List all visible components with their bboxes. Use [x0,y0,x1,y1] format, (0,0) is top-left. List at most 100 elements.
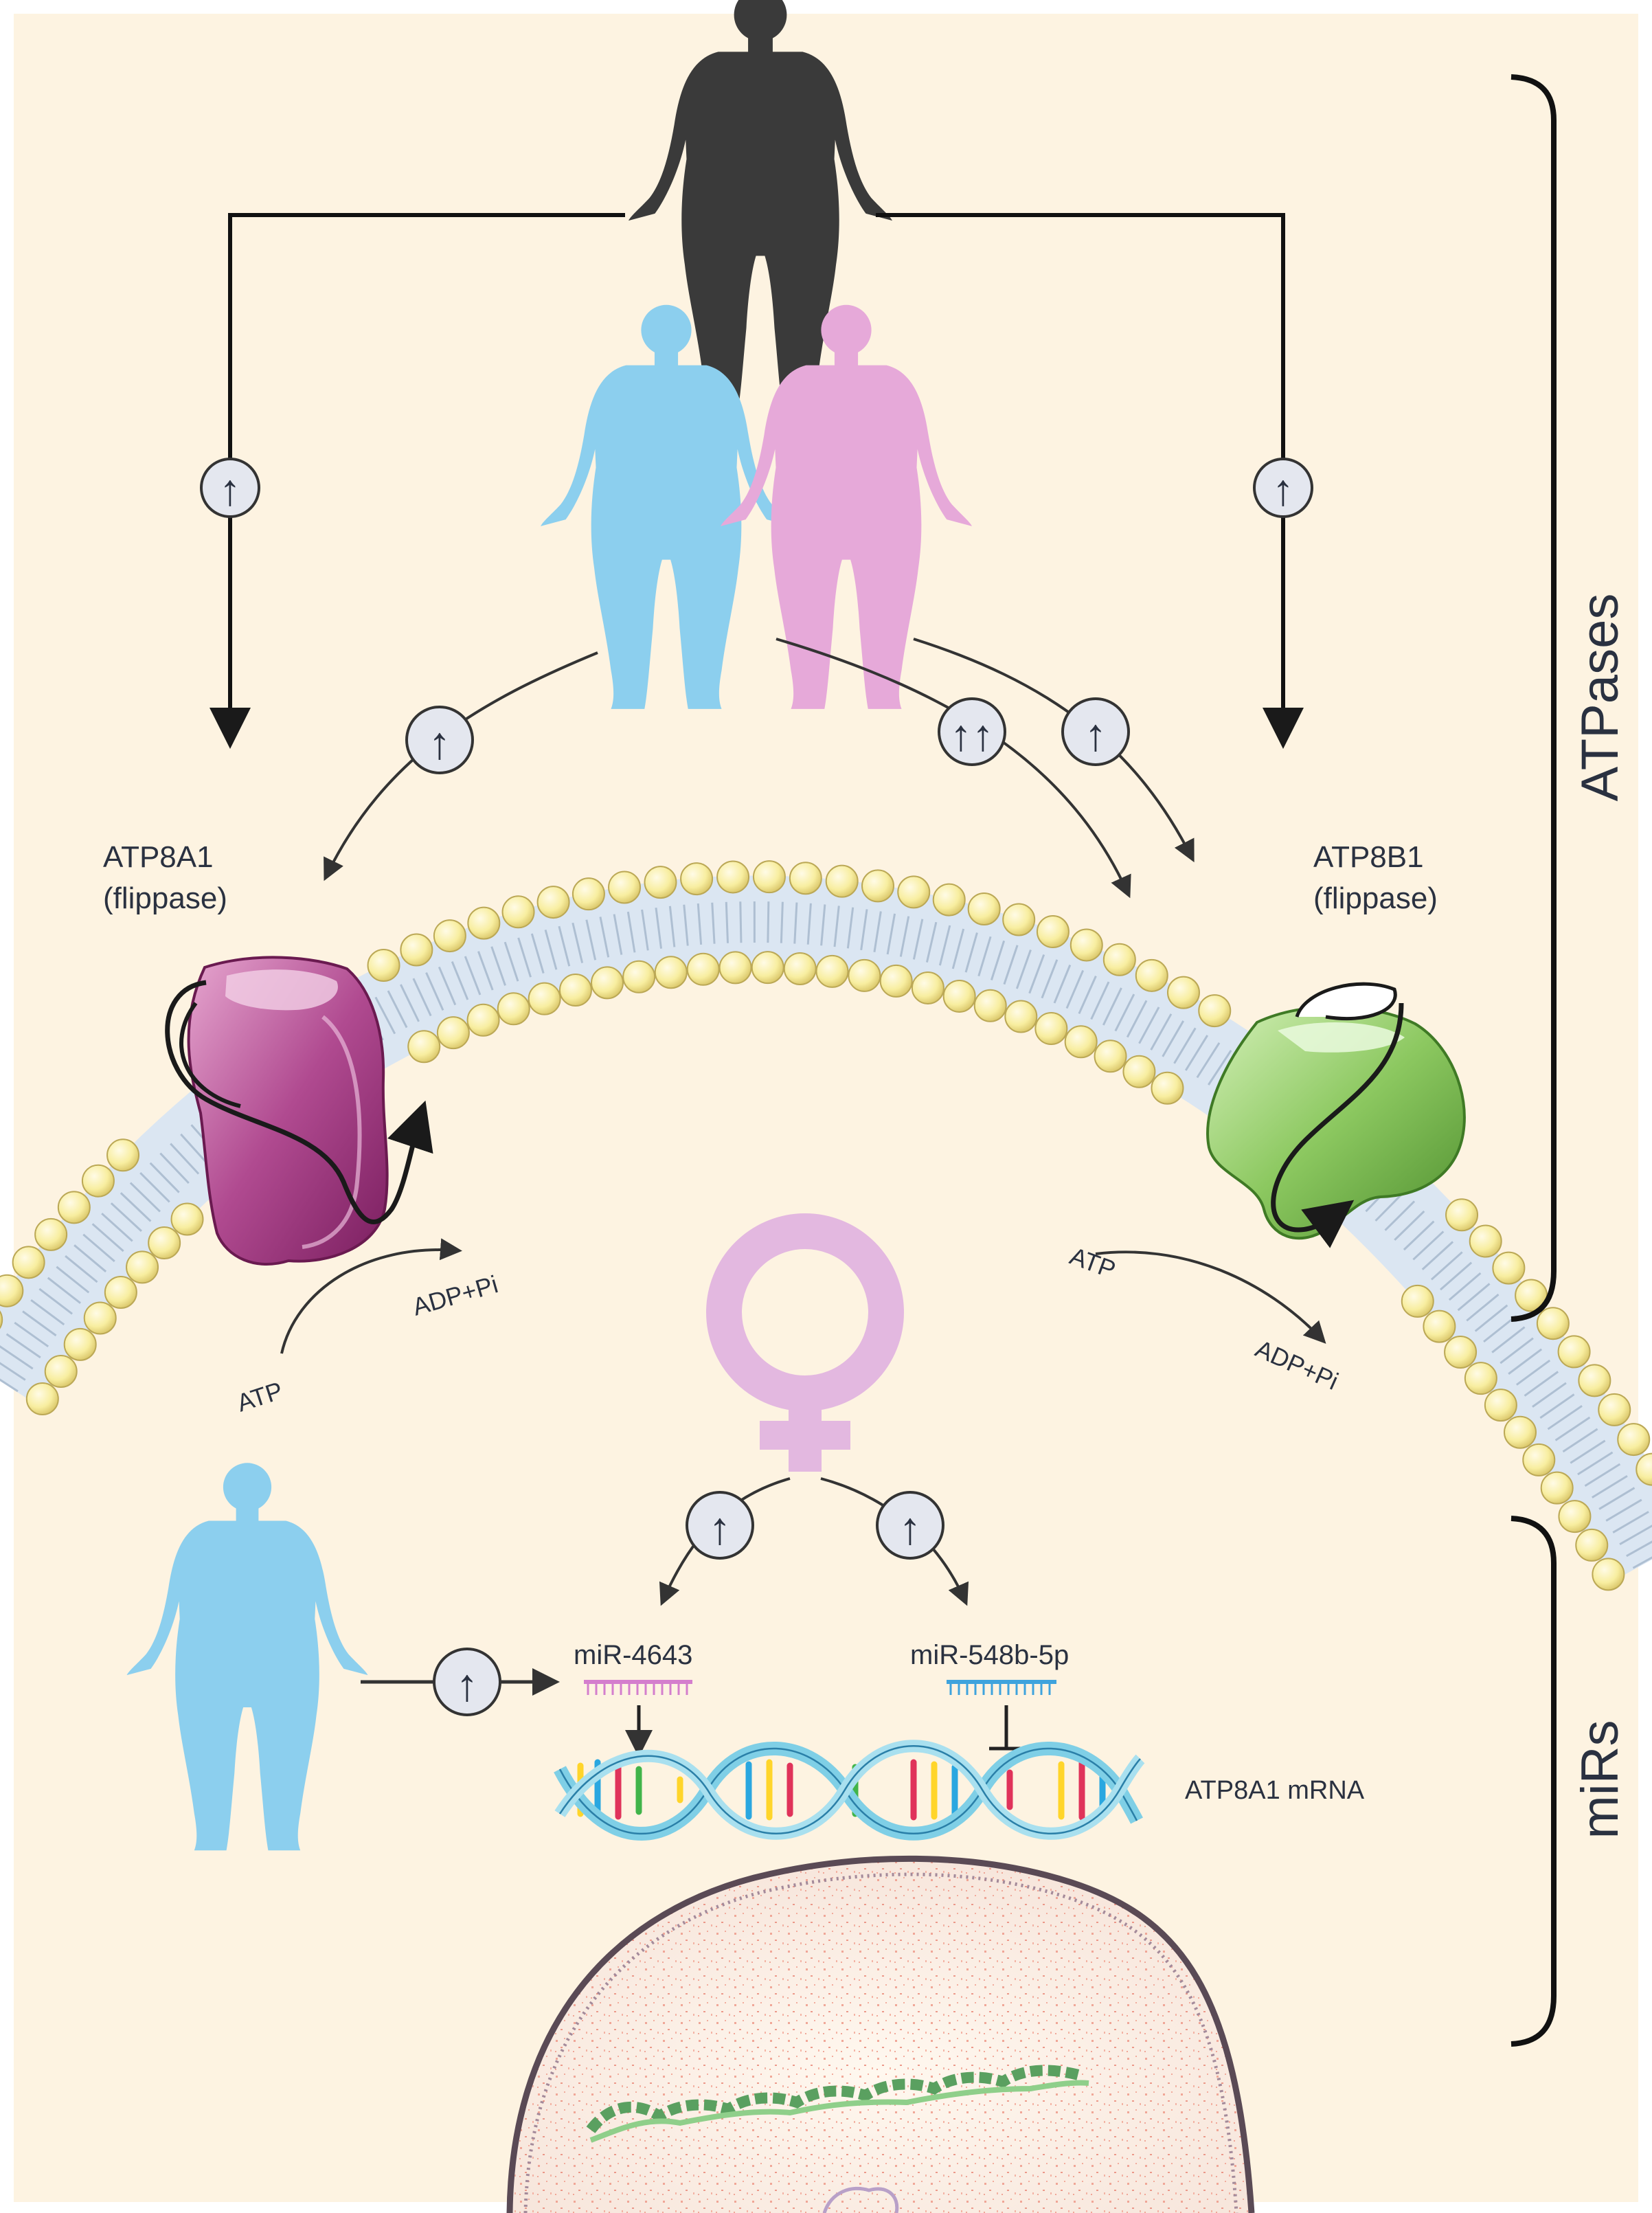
lipid-head [861,869,894,903]
lipid-head [654,956,688,989]
lipid-head [783,952,817,985]
atpases-bracket [1510,74,1557,1322]
lipid-head [501,895,535,929]
lipid-head [1198,994,1232,1028]
lipid-head [815,954,849,988]
lipid-head [1492,1251,1526,1285]
lipid-head [467,906,501,940]
lipid-head [1036,915,1070,949]
svg-text:↑: ↑ [899,1503,922,1553]
lipid-head [1536,1307,1570,1340]
lipid-head [1617,1423,1651,1457]
lipid-head [1070,928,1103,962]
male-to-mir4643-arrow: ↑ [361,1648,560,1716]
atp8a1-sublabel: (flippase) [103,881,227,915]
nucleus [506,1855,1255,2213]
mir-548b-strand [947,1680,1056,1751]
lipid-head [1484,1389,1517,1422]
mir-4643-label: miR-4643 [574,1640,692,1670]
lipid-head [1464,1362,1497,1395]
mirs-label: miRs [1571,1720,1629,1839]
lipid-head [0,1274,24,1307]
lipid-head [1401,1284,1434,1318]
lipid-head [1598,1393,1631,1426]
up-indicator-right-top: ↑ [1253,458,1313,518]
lipid-head [81,1164,115,1198]
lipid-head [1636,1452,1652,1486]
up-indicator-female-mir548b: ↑ [876,1491,944,1560]
lipid-head [897,875,931,909]
lipid-head [680,862,714,896]
lipid-head [466,1003,500,1037]
lipid-head [558,974,592,1007]
atp8a1-label: ATP8A1 [103,840,214,874]
atp8b1-sublabel: (flippase) [1313,881,1438,915]
lipid-head [436,1016,470,1050]
lipid-head [1540,1471,1574,1505]
mir-548b-label: miR-548b-5p [910,1640,1069,1670]
atp8a1-mrna-label: ATP8A1 mRNA [1185,1776,1365,1805]
lipid-head [126,1250,159,1284]
lipid-head [1122,1055,1156,1088]
lipid-head [718,951,752,985]
lipid-head [170,1202,204,1236]
svg-text:↑: ↑ [1272,465,1294,515]
lipid-head [1444,1336,1478,1369]
lipid-head [848,958,881,992]
lipid-head [1504,1415,1537,1449]
svg-text:↑: ↑ [219,465,241,515]
lipid-head [1558,1500,1592,1534]
lipid-head [536,886,570,919]
atp8b1-flippase [1206,982,1466,1248]
atp8b1-label: ATP8B1 [1313,840,1424,874]
lipid-head [942,979,976,1013]
lipid-head [1166,976,1200,1009]
lipid-head [57,1191,91,1224]
chromatin-helix [586,2065,1080,2134]
lipid-head [608,870,642,904]
mirs-bracket [1510,1516,1557,2047]
lipid-head [104,1275,137,1309]
lipid-head [911,971,944,1004]
lipid-head [686,952,720,986]
lipid-head [1445,1198,1479,1232]
svg-text:↑: ↑ [709,1503,732,1553]
svg-text:↑: ↑ [429,717,451,768]
lipid-head [83,1301,117,1335]
lipid-head [572,877,605,911]
top-connectors [210,213,1304,749]
lipid-head [12,1246,45,1279]
lipid-head [825,864,859,898]
lipid-head [1557,1335,1591,1369]
lipid-head [1522,1443,1556,1476]
up-indicator-female-atp8b1: ↑ [1061,697,1130,766]
atpases-label: ATPases [1571,594,1629,802]
lipid-head [973,989,1007,1022]
lipid-head [34,1217,68,1251]
up-indicator-female-mir4643: ↑ [686,1491,754,1560]
mir-4643-strand [584,1680,692,1757]
lipid-head [400,933,433,967]
inner-lipid-heads [25,951,1625,1591]
lipid-head [528,982,561,1015]
lipid-head [63,1327,97,1361]
lipid-head [1064,1025,1098,1059]
lipid-head [932,883,966,917]
lipid-head [1592,1558,1625,1591]
up-indicator-left-top: ↑ [200,458,260,518]
lipid-head [879,964,913,998]
up-indicator-double-atp8b1: ↑↑ [938,697,1006,766]
svg-text:↑: ↑ [1085,709,1107,760]
lipid-head [752,860,786,894]
lipid-head [591,966,624,1000]
lipid-head [1034,1012,1068,1046]
lipid-head [106,1138,140,1172]
outer-lipid-heads [0,860,1652,1486]
lipid-head [1094,1040,1127,1073]
lipid-head [1151,1071,1184,1105]
lipid-head [148,1226,181,1260]
lipid-head [44,1355,78,1389]
lipid-head [367,949,400,982]
lipid-head [433,919,466,953]
